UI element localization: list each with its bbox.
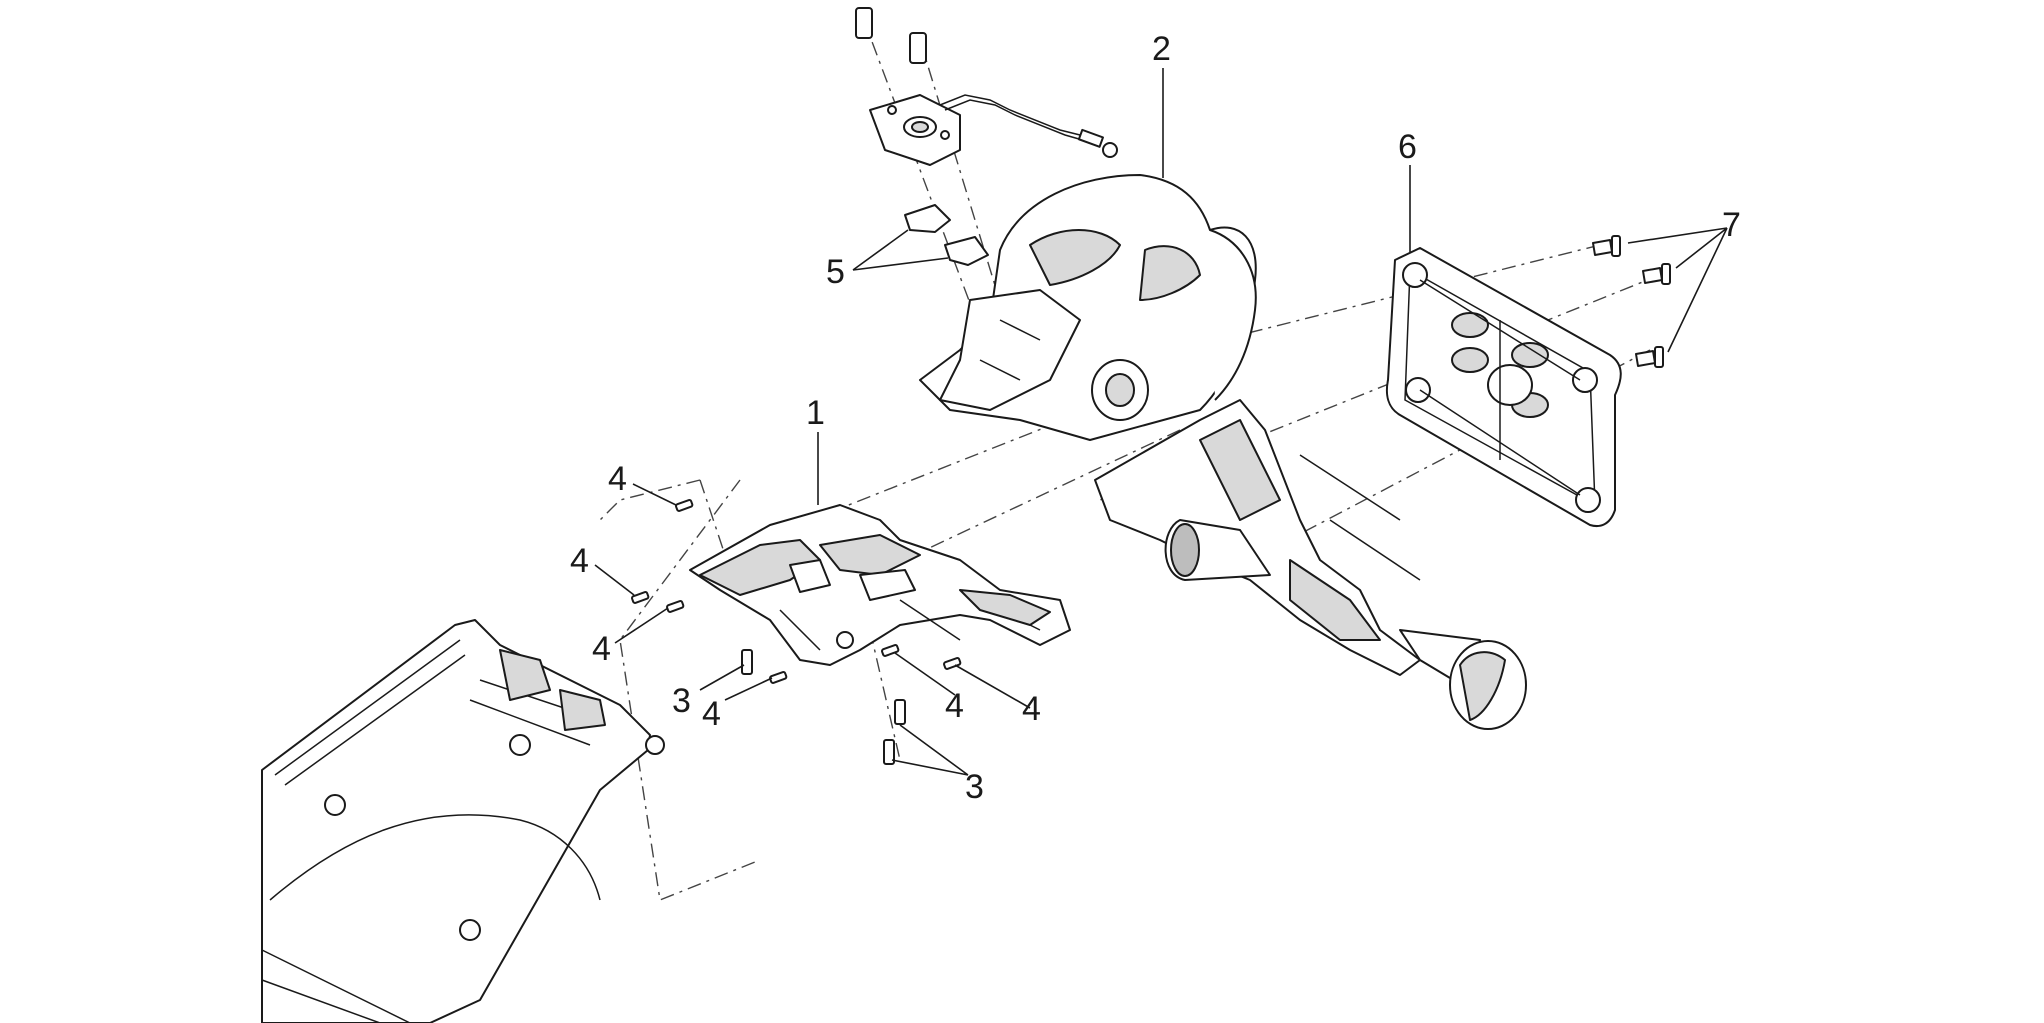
- callout-5: 5: [826, 253, 845, 291]
- screw-4b: [631, 591, 650, 604]
- part-6-plate: [1385, 247, 1622, 528]
- screw-4f: [943, 657, 962, 670]
- callout-6: 6: [1398, 128, 1417, 166]
- sensor-unit-with-cable: [855, 7, 1118, 166]
- callout-4d: 4: [702, 695, 721, 733]
- part-2-housing: [919, 174, 1527, 730]
- screw-4d: [769, 671, 788, 684]
- screw-4c: [666, 600, 685, 613]
- part-5-clip-nuts: [852, 204, 989, 271]
- callout-4c: 4: [592, 630, 611, 668]
- screw-4a: [675, 499, 694, 512]
- screw-3c: [883, 739, 895, 765]
- frame-body: [261, 619, 665, 1023]
- callout-3b: 3: [965, 768, 984, 806]
- callout-7: 7: [1722, 206, 1741, 244]
- callout-4b: 4: [570, 542, 589, 580]
- callout-4a: 4: [608, 460, 627, 498]
- part-7-screws: [1592, 227, 1728, 368]
- screw-3a: [741, 649, 753, 675]
- callout-labels: 1 2 3 3 4 4 4 4 4 4 5 6 7: [570, 30, 1741, 806]
- callout-1: 1: [806, 394, 825, 432]
- small-screws: [594, 68, 1411, 776]
- callout-2: 2: [1152, 30, 1171, 68]
- callout-4e: 4: [945, 687, 964, 725]
- callout-4f: 4: [1022, 690, 1041, 728]
- callout-3a: 3: [672, 682, 691, 720]
- screw-3b: [894, 699, 906, 725]
- screw-4e: [881, 644, 900, 657]
- part-1-rear-bracket: [689, 504, 1071, 666]
